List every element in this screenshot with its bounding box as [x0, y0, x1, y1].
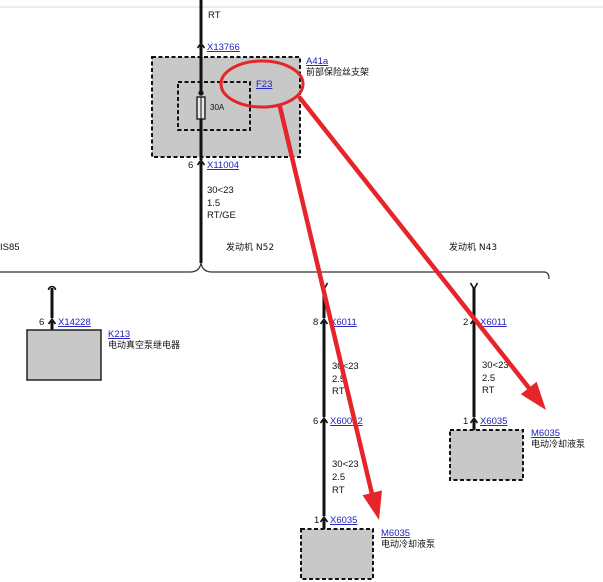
- fuse-inner-box: [177, 81, 251, 131]
- right-branch-connector2-link[interactable]: X6035: [480, 416, 507, 427]
- left-branch-connector-symbol: [47, 317, 57, 325]
- fuse-carrier-bottom-pin: 6: [188, 160, 193, 171]
- middle-branch-connector1-link[interactable]: X6011: [330, 317, 357, 328]
- vacuum-pump-relay-id-link[interactable]: K213: [108, 329, 130, 340]
- left-branch-connector-link[interactable]: X14228: [58, 317, 91, 328]
- variant-label-middle: 发动机 N52: [226, 241, 274, 253]
- middle-branch-wire1-circuit: 30<23: [332, 361, 359, 372]
- left-branch-top-terminal: [47, 285, 57, 291]
- fuse-carrier-bottom-connector-link[interactable]: X11004: [207, 160, 239, 171]
- middle-branch-connector2-link[interactable]: X60052: [330, 416, 363, 427]
- feed-wire-color: RT/GE: [207, 210, 236, 221]
- supply-wire-color: RT: [208, 10, 221, 21]
- middle-branch-connector3-link[interactable]: X6035: [330, 515, 357, 526]
- middle-branch-wire2-gauge: 2.5: [332, 472, 345, 483]
- middle-branch-connector1-pin: 8: [313, 317, 318, 328]
- coolant-pump-n52-box: [300, 528, 374, 580]
- right-branch-connector2-pin: 1: [463, 416, 468, 427]
- vacuum-pump-relay-name: 电动真空泵继电器: [108, 339, 180, 351]
- right-branch-wire-gauge: 2.5: [482, 373, 495, 384]
- right-branch-wire-circuit: 30<23: [482, 360, 509, 371]
- annotation-arrow-middle-head: [362, 490, 382, 520]
- middle-branch-wire2-color: RT: [332, 485, 345, 496]
- middle-branch-wire1-gauge: 2.5: [332, 374, 345, 385]
- coolant-pump-n52-id-link[interactable]: M6035: [381, 528, 410, 539]
- right-branch-connector1-link[interactable]: X6011: [480, 317, 507, 328]
- right-branch-connector2-symbol: [469, 416, 479, 424]
- middle-branch-connector3-symbol: [319, 515, 329, 523]
- annotation-ellipse-f23: [219, 59, 305, 109]
- coolant-pump-n43-name: 电动冷却液泵: [531, 438, 585, 450]
- feed-wire-gauge: 1.5: [207, 198, 220, 209]
- middle-branch-wire2-circuit: 30<23: [332, 459, 359, 470]
- right-branch-connector1-pin: 2: [463, 317, 468, 328]
- fuse-carrier-top-connector-link[interactable]: X13766: [207, 42, 240, 53]
- fuse-carrier-name: 前部保险丝支架: [306, 66, 369, 78]
- variant-bracket: [0, 262, 550, 280]
- coolant-pump-n43-id-link[interactable]: M6035: [531, 428, 560, 439]
- fuse-carrier-id-link[interactable]: A41a: [306, 56, 329, 67]
- fuse-rating: 30A: [210, 103, 225, 112]
- annotation-arrow-right-head: [520, 381, 546, 410]
- middle-branch-wire1-color: RT: [332, 386, 345, 397]
- connector-symbol-top: [196, 41, 206, 49]
- right-branch-wire-color: RT: [482, 385, 495, 396]
- middle-branch-connector3-pin: 1: [314, 515, 319, 526]
- feed-wire-circuit: 30<23: [207, 185, 234, 196]
- variant-label-right: 发动机 N43: [449, 241, 497, 253]
- coolant-pump-n52-name: 电动冷却液泵: [381, 538, 435, 550]
- annotation-arrow-right-shaft: [297, 95, 532, 391]
- left-branch-connector-pin: 6: [39, 317, 44, 328]
- annotation-arrow-middle-shaft: [277, 104, 375, 497]
- middle-branch-connector1-symbol: [319, 317, 329, 325]
- coolant-pump-n43-box: [449, 429, 524, 481]
- vacuum-pump-relay-box: [26, 329, 102, 381]
- variant-label-left: IS85: [0, 242, 20, 253]
- connector-symbol-bottom: [196, 158, 206, 166]
- middle-branch-connector2-symbol: [319, 416, 329, 424]
- fuse-terminal-dot: [198, 90, 204, 96]
- middle-branch-connector2-pin: 6: [313, 416, 318, 427]
- fuse-id-link[interactable]: F23: [256, 79, 272, 90]
